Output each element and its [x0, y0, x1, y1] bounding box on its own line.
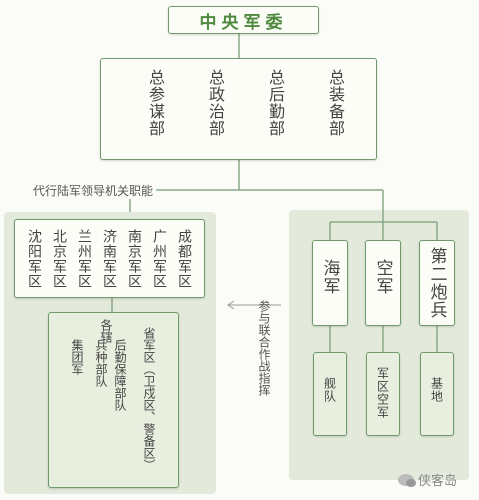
right-caption: 参与联合作战指挥 — [257, 300, 271, 396]
units-label: 各辖 — [99, 319, 113, 343]
units-col-a: 集团军 — [70, 339, 84, 375]
service-airforce-label: 空军 — [372, 259, 393, 295]
region-chengdu: 成都军区 — [176, 229, 192, 289]
second-artillery-sub: 基地 — [420, 352, 454, 436]
region-jinan: 济南军区 — [101, 229, 117, 289]
service-navy-label: 海军 — [319, 259, 340, 295]
region-guangzhou: 广州军区 — [151, 229, 167, 289]
units-col-d: 省军区（卫戍区、警备区） — [142, 327, 156, 471]
military-regions-box: 沈阳军区 北京军区 兰州军区 济南军区 南京军区 广州军区 成都军区 — [14, 219, 205, 298]
left-caption: 代行陆军领导机关职能 — [30, 182, 157, 199]
second-artillery-sub-label: 基地 — [429, 377, 444, 403]
watermark-text: 侠客岛 — [418, 474, 458, 489]
region-beijing: 北京军区 — [51, 229, 67, 289]
watermark: 侠客岛 — [398, 470, 457, 489]
department-general-armament: 总装备部 — [326, 69, 345, 137]
service-airforce: 空军 — [365, 240, 401, 326]
service-navy: 海军 — [312, 240, 348, 326]
airforce-sub-label: 军区空军 — [375, 367, 390, 419]
top-node-label: 中央军委 — [199, 12, 288, 33]
airforce-sub: 军区空军 — [366, 352, 400, 436]
region-lanzhou: 兰州军区 — [76, 229, 92, 289]
navy-sub: 舰队 — [313, 352, 347, 436]
units-col-b: 兵种部队 — [94, 339, 108, 387]
departments-box: 总参谋部 总政治部 总后勤部 总装备部 — [100, 58, 377, 160]
department-general-logistics: 总后勤部 — [266, 69, 285, 137]
region-units-box: 各辖 集团军 兵种部队 后勤保障部队 省军区（卫戍区、警备区） — [48, 312, 179, 488]
wechat-icon — [398, 473, 416, 487]
region-shenyang: 沈阳军区 — [26, 229, 42, 289]
department-general-staff: 总参谋部 — [146, 69, 165, 137]
region-nanjing: 南京军区 — [126, 229, 142, 289]
units-col-c: 后勤保障部队 — [113, 339, 127, 411]
service-second-artillery: 第二炮兵 — [419, 240, 455, 326]
top-node: 中央军委 — [168, 6, 319, 34]
navy-sub-label: 舰队 — [322, 377, 337, 403]
service-second-artillery-label: 第二炮兵 — [426, 247, 447, 319]
department-general-political: 总政治部 — [206, 69, 225, 137]
